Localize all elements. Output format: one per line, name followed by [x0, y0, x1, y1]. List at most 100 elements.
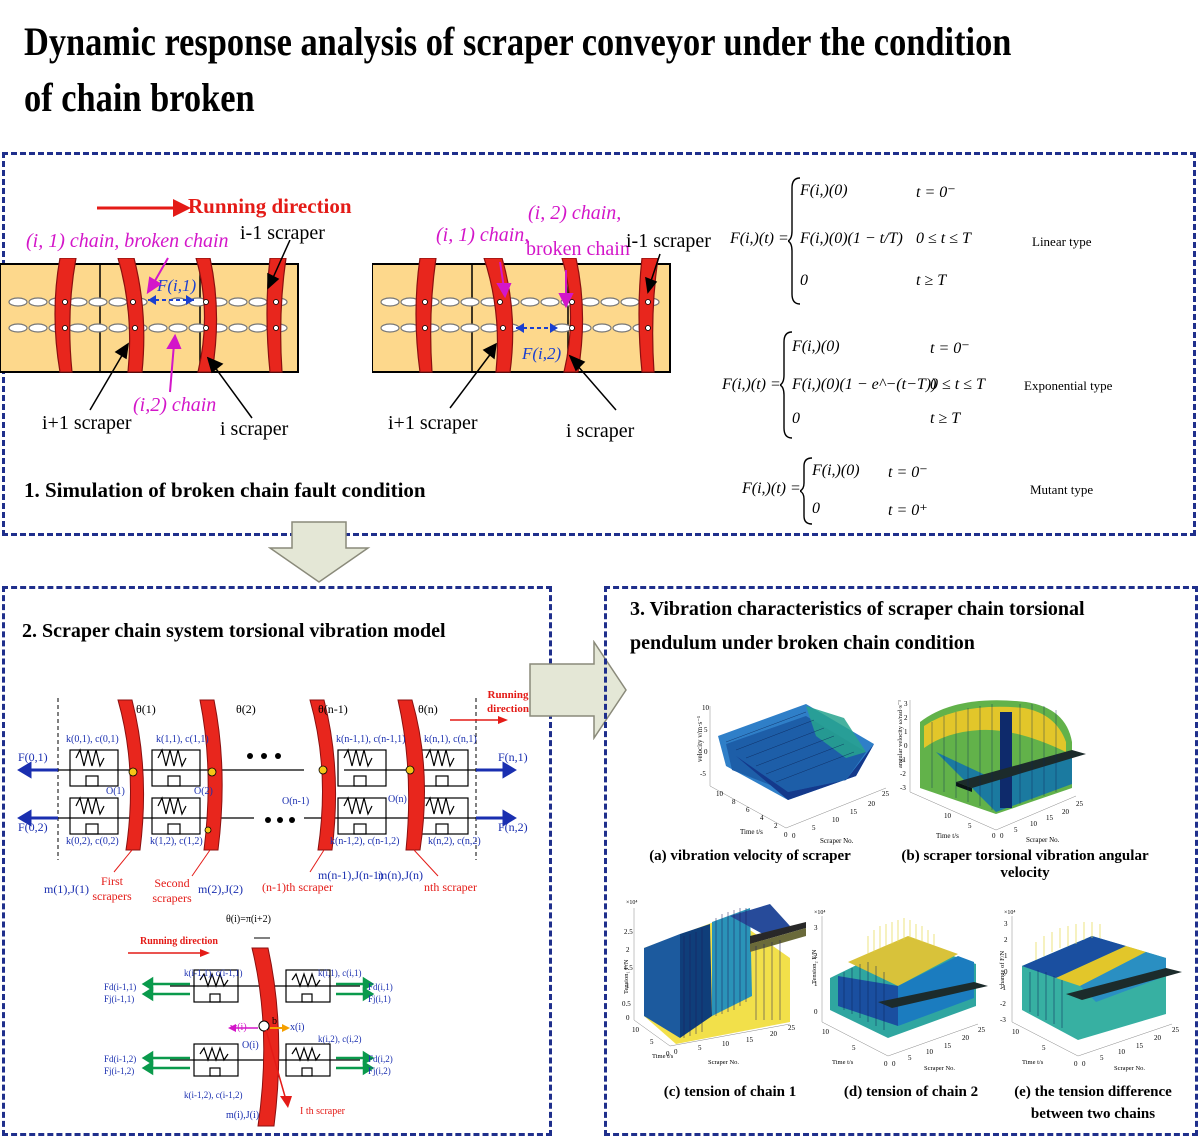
section-3-label-2: pendulum under broken chain condition [630, 632, 975, 654]
theta-2: θ(2) [236, 702, 256, 716]
eq-exp-type: Exponential type [1024, 378, 1113, 393]
plot-d-ztick-0: 3 [814, 924, 818, 932]
plot-b-caption: (b) scraper torsional vibration angular … [901, 848, 1149, 881]
plot-e-xtick-0: 0 [1074, 1060, 1078, 1068]
plot-a-xtick-5: 10 [716, 790, 724, 798]
plot-e-ztick-3: 0 [1004, 968, 1008, 976]
flow-arrow-down [268, 521, 371, 583]
eq-mutant-lhs: F(i,)(t) = [742, 480, 801, 497]
plot-a-xtick-0: 0 [784, 831, 788, 839]
plot-a-ytick-1: 5 [812, 824, 816, 832]
plot-d-xtick-2: 10 [822, 1028, 830, 1036]
eq-exp-r3: 0 [792, 410, 800, 427]
left-i-scraper: i scraper [220, 418, 289, 440]
plot-c-xtick-2: 10 [632, 1026, 640, 1034]
inset-mass: m(i),J(i) [226, 1110, 260, 1121]
eq-mutant-c1: t = 0⁻ [888, 464, 928, 481]
right-ip1-scraper: i+1 scraper [388, 412, 478, 434]
kc-top-0: k(0,1), c(0,1) [66, 734, 119, 745]
eq-linear-c3: t ≥ T [916, 272, 947, 289]
plot-c-ytick-5: 25 [788, 1024, 796, 1032]
plot-c-xtick-0: 0 [666, 1050, 670, 1058]
plot-e-xtick-1: 5 [1042, 1044, 1046, 1052]
plot-b-xtick-1: 5 [968, 822, 972, 830]
inset-w: w(i) [230, 1022, 247, 1033]
plot-e-zlabel: change of F/N [999, 951, 1006, 988]
plot-c-ztick-4: 0.5 [622, 1000, 631, 1008]
eq-exp-c3: t ≥ T [930, 410, 961, 427]
inset-node: O(i) [242, 1040, 259, 1051]
left-chain1-label: (i, 1) chain, broken chain [26, 230, 229, 252]
left-force-label: F(i,1) [157, 276, 197, 295]
node-n: O(n) [388, 794, 407, 805]
flow-arrow-right [529, 640, 627, 740]
plot-b-zlabel: angular velocity ω/rad·s⁻¹ [897, 700, 904, 768]
scraper-label-n-1: (n-1)th scraper [262, 880, 333, 894]
eq-mutant-type: Mutant type [1030, 482, 1094, 497]
plot-b-ztick-6: -3 [900, 784, 906, 792]
plot-c-ytick-4: 20 [770, 1030, 778, 1038]
left-im1-scraper: i-1 scraper [240, 222, 325, 244]
inset-f-right-0: Fd(i,1) [368, 982, 393, 992]
plot-d-ytick-0: 0 [892, 1060, 896, 1068]
plot-b-ytick-4: 20 [1062, 808, 1070, 816]
plot-d-caption: (d) tension of chain 2 [843, 1084, 979, 1100]
plot-a-ztick-0: 10 [702, 704, 710, 712]
force-0-2: F(0,2) [18, 820, 48, 834]
plot-b-ytick-0: 0 [1000, 832, 1004, 840]
right-im1-scraper: i-1 scraper [626, 230, 711, 252]
plot-c-xtick-1: 5 [650, 1038, 654, 1046]
plot-a-vibration-velocity: velocity v/m·s⁻¹ 10 5 0 -5 0 2 4 6 8 10 … [696, 704, 890, 845]
inset-kc-3: k(i,2), c(i,2) [318, 1034, 362, 1044]
plot-e-ylabel: Scraper No. [1114, 1065, 1145, 1072]
left-leader-arrows [89, 240, 291, 419]
force-n-2: F(n,2) [498, 820, 528, 834]
plot-e-xlabel: Time t/s [1022, 1059, 1044, 1066]
scraper-label-2: Second scrapers [152, 876, 192, 905]
eq-exp-brace [780, 331, 793, 439]
plot-e-caption-line2: between two chains [1030, 1106, 1156, 1122]
eq-linear-r2: F(i,)(0)(1 − t/T) [800, 230, 903, 247]
plot-e-ztick-1: 2 [1004, 936, 1008, 944]
eq-exp-lhs: F(i,)(t) = [722, 376, 781, 393]
plot-d-xlabel: Time t/s [832, 1059, 854, 1066]
inset-f-right-1: Fj(i,1) [368, 994, 391, 1004]
inset-x: x(i) [290, 1022, 305, 1033]
eq-linear-c1: t = 0⁻ [916, 184, 956, 201]
plot-a-caption: (a) vibration velocity of scraper [649, 848, 851, 864]
plot-a-ytick-3: 15 [850, 808, 858, 816]
plot-e-ytick-4: 20 [1154, 1034, 1162, 1042]
section-3-panel [604, 586, 1198, 1136]
node-2: O(2) [194, 786, 213, 797]
plot-a-ztick-2: 0 [704, 748, 708, 756]
inset-f-left-2: Fd(i-1,2) [104, 1054, 137, 1064]
plot-e-ztick-0: 3 [1004, 920, 1008, 928]
kc-top-3: k(n,1), c(n,1) [424, 734, 477, 745]
plot-c-ztick-2: 1.5 [624, 964, 633, 972]
plot-d-ytick-1: 5 [908, 1054, 912, 1062]
plot-b-ylabel: Scraper No. [1026, 836, 1060, 844]
plot-a-xtick-4: 8 [732, 798, 736, 806]
running-direction-label: Running direction [188, 194, 352, 218]
plot-c-ztick-3: 1 [626, 982, 630, 990]
plot-d-zlabel: Tension₂ F/N [811, 949, 818, 984]
right-broken-label: broken chain [526, 238, 630, 260]
plot-e-ytick-0: 0 [1082, 1060, 1086, 1068]
right-i-scraper: i scraper [566, 420, 635, 442]
left-ip1-scraper: i+1 scraper [42, 412, 132, 434]
plot-c-ztick-5: 0 [626, 1014, 630, 1022]
node-n-1: O(n-1) [282, 796, 310, 807]
plot-b-xtick-0: 0 [992, 832, 996, 840]
plot-c-caption: (c) tension of chain 1 [663, 1084, 797, 1100]
plot-d-ytick-5: 25 [978, 1026, 986, 1034]
section-3-label-1: 3. Vibration characteristics of scraper … [630, 598, 1085, 620]
plot-e-multiplier: ×10⁴ [1004, 910, 1015, 916]
plot-b-ztick-1: 2 [904, 714, 908, 722]
theta-n: θ(n) [418, 702, 438, 716]
eq-exp-r1: F(i,)(0) [792, 338, 840, 355]
inset-kc-1: k(i,1), c(i,1) [318, 968, 362, 978]
plot-e-ytick-1: 5 [1100, 1054, 1104, 1062]
eq-mutant-r1: F(i,)(0) [812, 462, 860, 479]
theta-1: θ(1) [136, 702, 156, 716]
plot-c-ylabel: Scraper No. [708, 1059, 739, 1066]
